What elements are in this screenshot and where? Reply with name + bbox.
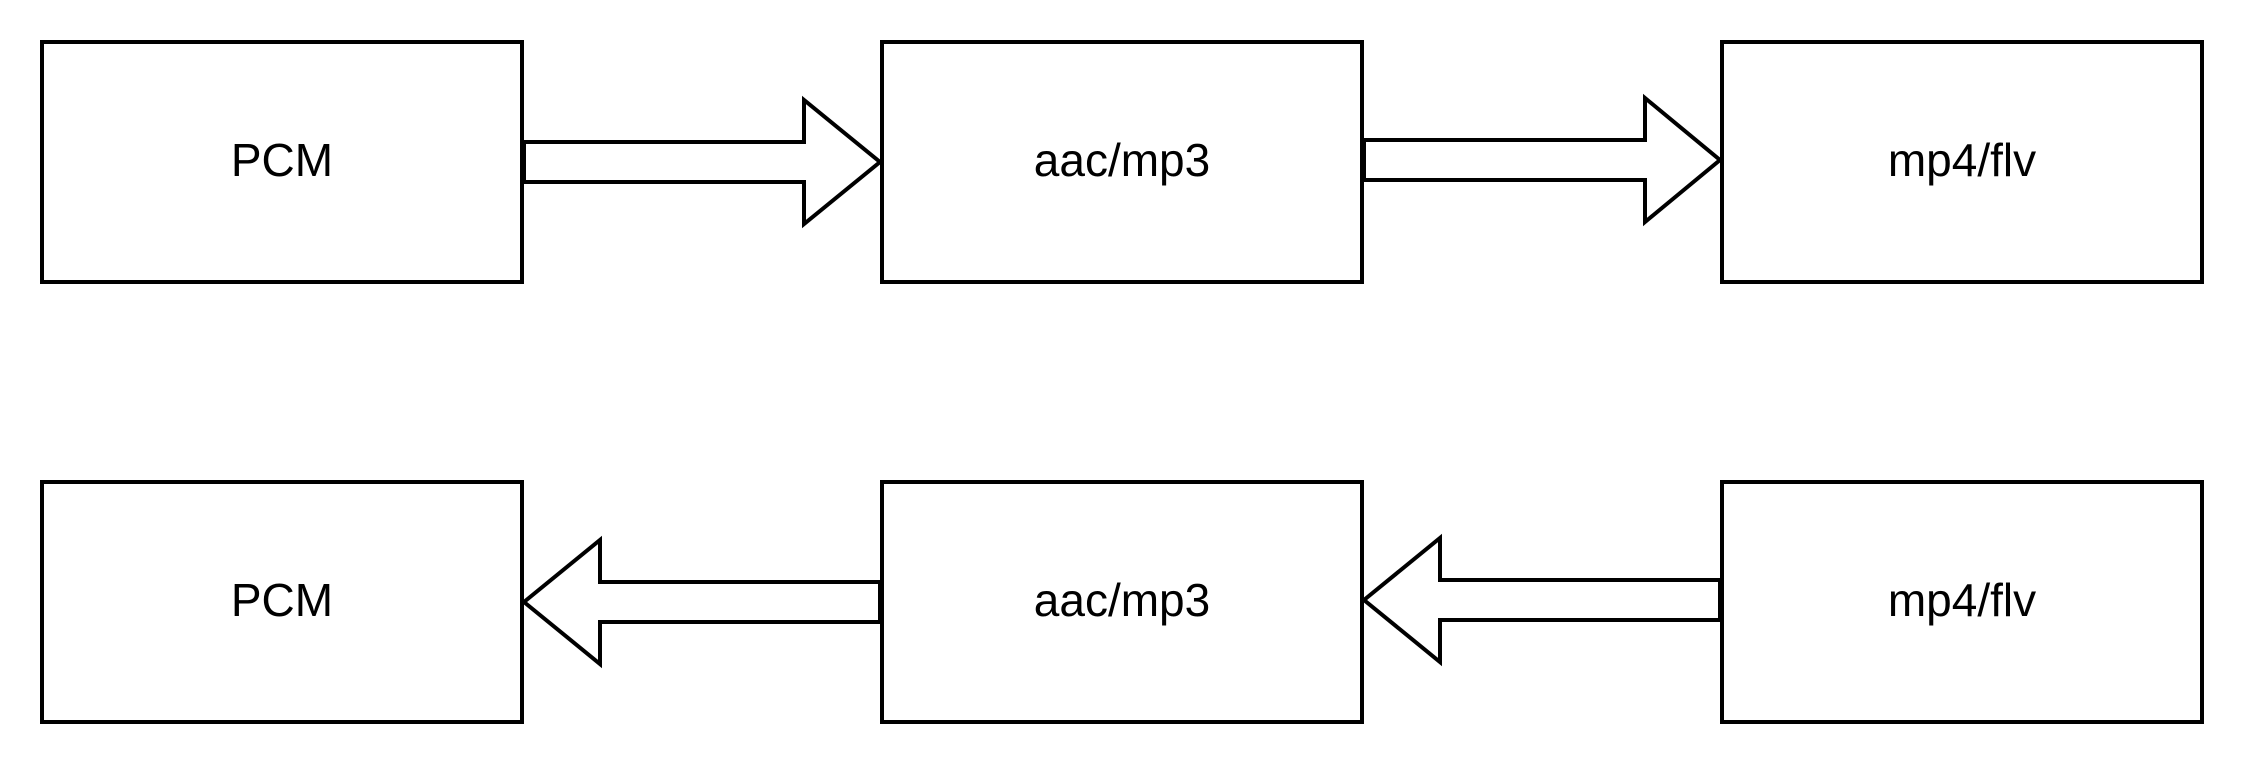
encode-row: PCM aac/mp3 mp4/flv <box>40 40 2204 284</box>
arrow-right-aac-to-mp4 <box>1362 93 1724 227</box>
arrow-right-pcm-to-aac <box>522 95 884 229</box>
node-label: PCM <box>231 574 333 626</box>
node-pcm-top: PCM <box>40 40 524 284</box>
node-label: PCM <box>231 134 333 186</box>
node-label: aac/mp3 <box>1034 134 1210 186</box>
node-aac-mp3-top: aac/mp3 <box>880 40 1364 284</box>
arrow-left-mp4-to-aac <box>1360 533 1722 667</box>
node-label: aac/mp3 <box>1034 574 1210 626</box>
node-mp4-flv-bottom: mp4/flv <box>1720 480 2204 724</box>
node-pcm-bottom: PCM <box>40 480 524 724</box>
arrow-left-aac-to-pcm <box>520 535 882 669</box>
node-label: mp4/flv <box>1888 134 2036 186</box>
node-label: mp4/flv <box>1888 574 2036 626</box>
decode-row: PCM aac/mp3 mp4/flv <box>40 480 2204 724</box>
node-aac-mp3-bottom: aac/mp3 <box>880 480 1364 724</box>
node-mp4-flv-top: mp4/flv <box>1720 40 2204 284</box>
